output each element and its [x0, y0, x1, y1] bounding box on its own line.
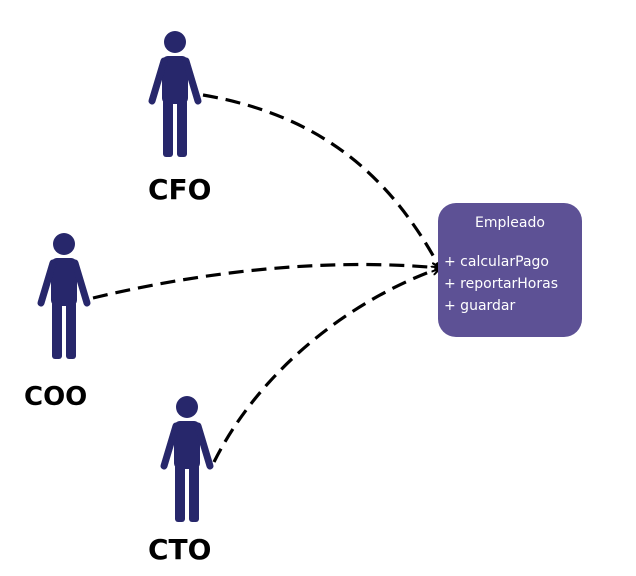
class-method: + guardar — [444, 298, 516, 314]
class-box-empleado: Empleado + calcularPago + reportarHoras … — [438, 203, 582, 337]
class-title: Empleado — [475, 215, 545, 231]
class-method: + reportarHoras — [444, 276, 558, 292]
person-icon — [160, 396, 214, 522]
actor-label-cto: CTO — [148, 533, 212, 566]
edge-cfo-empleado — [202, 93, 442, 268]
class-method: + calcularPago — [444, 254, 549, 270]
edge-coo-empleado — [92, 265, 440, 300]
actor-label-coo: COO — [24, 382, 88, 412]
person-icon — [37, 233, 91, 359]
actor-label-cfo: CFO — [148, 173, 212, 206]
class-methods-list: + calcularPago + reportarHoras + guardar — [444, 251, 576, 317]
person-icon — [148, 31, 202, 157]
edge-cto-empleado — [212, 268, 440, 463]
